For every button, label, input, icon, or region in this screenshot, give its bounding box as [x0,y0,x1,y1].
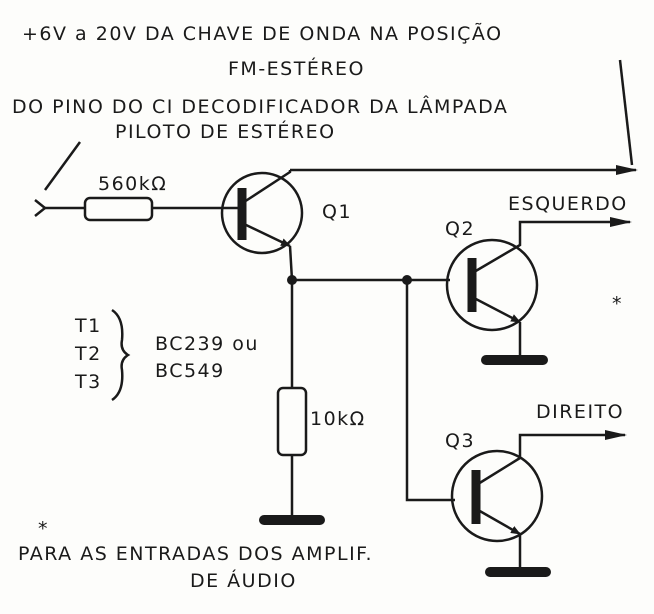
q2-label: Q2 [445,218,475,240]
q1-label: Q1 [322,201,352,223]
resistor-10k [276,386,308,457]
supply-pointer-line [618,59,634,166]
footnote-line2: DE ÁUDIO [190,569,297,592]
wire [288,245,450,282]
t1-label: T1 [74,315,102,337]
transistor-q2 [445,217,632,365]
brace [111,308,131,402]
input-terminal [34,199,48,217]
wire [405,280,455,502]
input-label-line2: PILOTO DE ESTÉREO [115,120,336,143]
output-left-label: ESQUERDO [508,193,628,215]
r2-label: 10kΩ [310,408,366,430]
transistor-q1 [220,170,304,255]
footnote-line1: PARA AS ENTRADAS DOS AMPLIF. [18,543,373,565]
t3-label: T3 [74,371,102,393]
footnote-marker: * [612,293,623,315]
t2-label: T2 [74,343,102,365]
input-label-line1: DO PINO DO CI DECODIFICADOR DA LÂMPADA [12,95,508,118]
type-label-2: BC549 [155,360,225,382]
transistor-q3 [450,430,627,577]
input-pointer-line [43,141,82,191]
type-label-1: BC239 ou [155,333,259,355]
footnote-marker-bottom: * [38,518,49,540]
resistor-560k [83,196,154,222]
title-line2: FM-ESTÉREO [228,57,365,80]
r1-label: 560kΩ [98,173,167,195]
output-right-label: DIREITO [536,401,624,423]
q3-label: Q3 [445,430,475,452]
title-line1: +6V a 20V DA CHAVE DE ONDA NA POSIÇÃO [22,22,503,45]
